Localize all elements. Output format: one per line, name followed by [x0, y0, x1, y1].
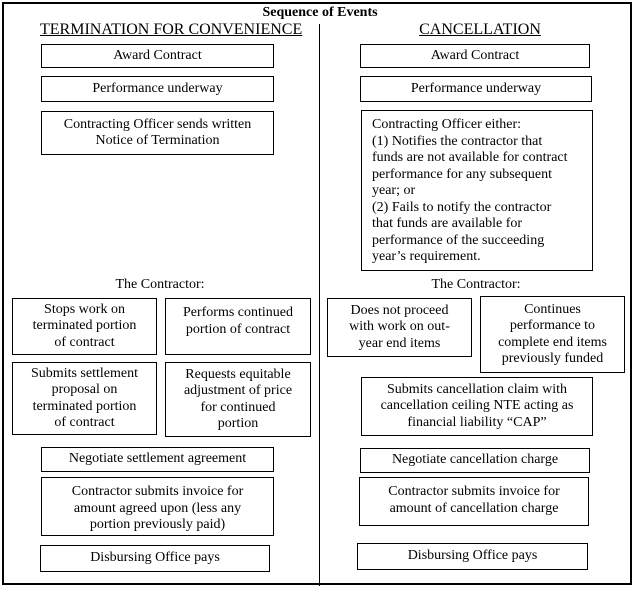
left-contractor-label: The Contractor: [115, 277, 205, 292]
right-disbursing-box: Disbursing Office pays [357, 543, 588, 570]
column-divider [319, 24, 320, 586]
negotiate-cancellation-box: Negotiate cancellation charge [360, 448, 590, 473]
left-award-contract-box: Award Contract [41, 44, 274, 68]
left-disbursing-box: Disbursing Office pays [40, 545, 270, 572]
right-performance-box: Performance underway [360, 76, 592, 102]
contracting-officer-box: Contracting Officer either:(1) Notifies … [361, 110, 593, 271]
diagram-title: Sequence of Events [262, 5, 378, 20]
heading-termination: TERMINATION FOR CONVENIENCE [40, 21, 303, 38]
left-performance-box: Performance underway [41, 76, 274, 102]
right-contractor-label: The Contractor: [431, 277, 521, 292]
heading-cancellation: CANCELLATION [419, 21, 541, 38]
right-award-contract-box: Award Contract [360, 44, 590, 68]
negotiate-settlement-box: Negotiate settlement agreement [41, 447, 274, 472]
diagram-frame [2, 2, 632, 585]
